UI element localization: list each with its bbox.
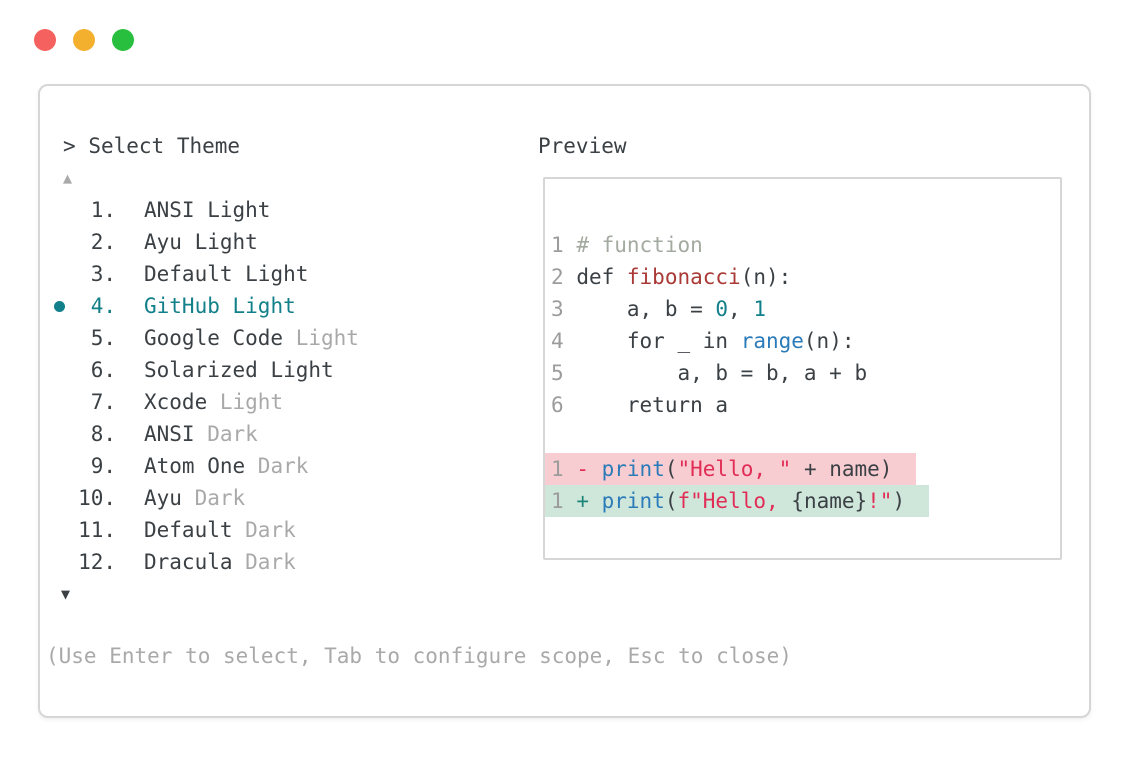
line-number xyxy=(551,425,564,449)
token-number: 0 xyxy=(715,297,729,321)
token-plain: + name) xyxy=(791,457,893,481)
theme-number: 12. xyxy=(78,550,116,574)
token-number: 1 xyxy=(753,297,766,321)
theme-item-default-dark[interactable]: 11. Default Dark xyxy=(52,514,359,546)
window-controls xyxy=(34,29,134,51)
line-number: 1 xyxy=(551,457,564,481)
code-line: 1 # function xyxy=(545,229,1060,261)
code-line: 2 def fibonacci(n): xyxy=(545,261,1060,293)
line-number: 1 xyxy=(551,233,564,257)
selector-title: Select Theme xyxy=(88,134,241,158)
theme-item-ansi-dark[interactable]: 8. ANSI Dark xyxy=(52,418,359,450)
token-builtin: range xyxy=(740,329,804,353)
theme-picker-window: > Select Theme Preview ▲ 1. ANSI Light 2. A… xyxy=(38,84,1091,718)
theme-number: 10. xyxy=(78,486,116,510)
theme-number: 4. xyxy=(90,294,116,318)
theme-item-ansi-light[interactable]: 1. ANSI Light xyxy=(52,194,359,226)
token-plain: ( xyxy=(664,457,678,481)
token-string: !" xyxy=(867,489,893,513)
code-line xyxy=(545,421,1060,453)
token-plain: ) xyxy=(892,489,906,513)
token-function: fibonacci xyxy=(626,265,741,289)
diff-added-sign: + xyxy=(576,489,589,513)
token-plain: (n): xyxy=(740,265,792,289)
token-plain: def xyxy=(576,265,627,289)
selected-dot-icon xyxy=(54,300,65,312)
theme-item-xcode-light[interactable]: 7. Xcode Light xyxy=(52,386,359,418)
line-number: 6 xyxy=(551,393,564,417)
diff-removed-sign: - xyxy=(576,457,589,481)
token-plain: {name} xyxy=(791,489,868,513)
preview-label: Preview xyxy=(538,134,627,158)
token-plain: a, b = xyxy=(576,297,716,321)
code-line: 4 for _ in range(n): xyxy=(545,325,1060,357)
theme-name: Ayu Dark xyxy=(144,486,246,510)
line-number: 2 xyxy=(551,265,564,289)
theme-name: Default Light xyxy=(144,262,309,286)
theme-item-atom-one-dark[interactable]: 9. Atom One Dark xyxy=(52,450,359,482)
token-builtin: print xyxy=(601,489,665,513)
theme-item-default-light[interactable]: 3. Default Light xyxy=(52,258,359,290)
theme-number: 8. xyxy=(90,422,116,446)
theme-name: Dracula Dark xyxy=(144,550,296,574)
code-line-diff-added: 1 + print(f"Hello, {name}!") xyxy=(545,485,930,517)
theme-name: Ayu Light xyxy=(144,230,258,254)
theme-name: Default Dark xyxy=(144,518,296,542)
token-plain: (n): xyxy=(803,329,855,353)
theme-item-github-light[interactable]: 4. GitHub Light xyxy=(52,290,359,322)
theme-number: 2. xyxy=(90,230,116,254)
theme-name: GitHub Light xyxy=(144,294,296,318)
theme-name: Atom One Dark xyxy=(144,454,309,478)
theme-number: 9. xyxy=(90,454,116,478)
theme-number: 7. xyxy=(90,390,116,414)
theme-list: 1. ANSI Light 2. Ayu Light 3. Default Light 4.… xyxy=(52,194,359,578)
theme-number: 5. xyxy=(90,326,116,350)
theme-name: Xcode Light xyxy=(144,390,284,414)
prompt-chevron-icon: > xyxy=(63,134,76,158)
token-comment: # function xyxy=(576,233,703,257)
theme-number: 6. xyxy=(90,358,116,382)
theme-name: ANSI Dark xyxy=(144,422,258,446)
theme-item-ayu-light[interactable]: 2. Ayu Light xyxy=(52,226,359,258)
token-plain: a, b = b, a + b xyxy=(576,361,868,385)
token-builtin: print xyxy=(601,457,665,481)
close-button[interactable] xyxy=(34,29,56,51)
token-plain: for _ in xyxy=(576,329,741,353)
theme-item-google-code-light[interactable]: 5. Google Code Light xyxy=(52,322,359,354)
line-number: 5 xyxy=(551,361,564,385)
token-string: f"Hello, xyxy=(677,489,792,513)
theme-name: Google Code Light xyxy=(144,326,359,350)
token-plain: ( xyxy=(664,489,678,513)
keyboard-hint: (Use Enter to select, Tab to configure s… xyxy=(46,644,792,668)
line-number: 3 xyxy=(551,297,564,321)
line-number: 1 xyxy=(551,489,564,513)
token-string: "Hello, " xyxy=(677,457,792,481)
code-line: 3 a, b = 0, 1 xyxy=(545,293,1060,325)
code-line-diff-removed: 1 - print("Hello, " + name) xyxy=(545,453,917,485)
scroll-up-icon[interactable]: ▲ xyxy=(63,169,73,187)
theme-number: 3. xyxy=(90,262,116,286)
theme-number: 1. xyxy=(90,198,116,222)
selector-header: > Select Theme xyxy=(63,130,240,162)
zoom-button[interactable] xyxy=(112,29,134,51)
scroll-down-icon[interactable]: ▼ xyxy=(61,585,71,603)
theme-name: ANSI Light xyxy=(144,198,271,222)
code-line: 6 return a xyxy=(545,389,1060,421)
code-line: 5 a, b = b, a + b xyxy=(545,357,1060,389)
line-number: 4 xyxy=(551,329,564,353)
minimize-button[interactable] xyxy=(73,29,95,51)
theme-item-solarized-light[interactable]: 6. Solarized Light xyxy=(52,354,359,386)
selected-theme-indicator xyxy=(52,300,76,312)
theme-name: Solarized Light xyxy=(144,358,334,382)
token-plain: return a xyxy=(576,393,729,417)
token-plain: , xyxy=(728,297,754,321)
theme-item-dracula-dark[interactable]: 12. Dracula Dark xyxy=(52,546,359,578)
theme-number: 11. xyxy=(78,518,116,542)
theme-item-ayu-dark[interactable]: 10. Ayu Dark xyxy=(52,482,359,514)
